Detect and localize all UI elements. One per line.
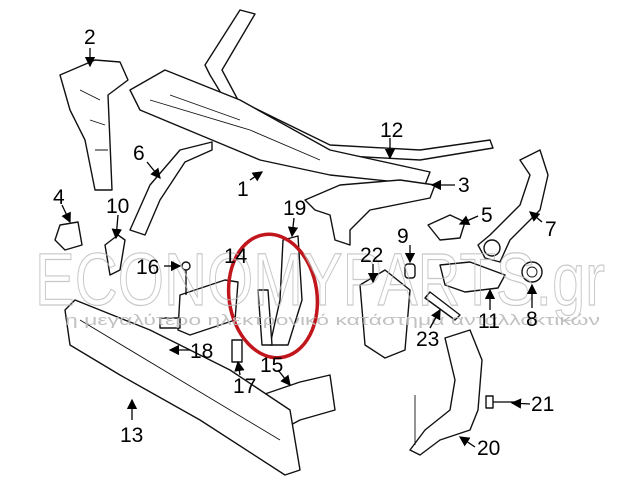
callout-11: 11	[478, 310, 500, 333]
callout-4: 4	[53, 186, 65, 209]
part-2-bracket	[59, 59, 129, 191]
part-21-bolt	[485, 395, 518, 409]
callout-3: 3	[458, 174, 470, 197]
part-5-bracket	[427, 214, 466, 241]
callout-6: 6	[133, 142, 145, 165]
callout-19: 19	[283, 197, 306, 220]
callout-12: 12	[380, 119, 403, 142]
part-20-bracket	[409, 329, 483, 456]
watermark-tagline: η μεγαλύτερο ηλεκτρονικό κατάστημα ανταλ…	[65, 312, 600, 329]
callout-10: 10	[106, 195, 129, 218]
callout-23: 23	[416, 328, 439, 351]
callout-8: 8	[526, 308, 538, 331]
callout-arrows	[61, 48, 543, 448]
part-23-brace	[424, 291, 461, 321]
callout-22: 22	[360, 244, 383, 267]
callout-2: 2	[84, 26, 96, 49]
callout-13: 13	[120, 424, 143, 447]
part-11-bracket	[439, 261, 506, 293]
part-4-bracket	[54, 221, 83, 251]
callout-5: 5	[481, 204, 493, 227]
callout-20: 20	[477, 437, 500, 460]
part-3-bracket	[304, 179, 436, 246]
part-7-support	[477, 149, 549, 263]
callout-17: 17	[233, 375, 256, 398]
callout-14: 14	[224, 245, 248, 268]
callout-21: 21	[531, 393, 554, 416]
callout-1: 1	[237, 178, 249, 201]
part-22-shield	[359, 269, 411, 359]
part-16-bolt	[181, 261, 191, 295]
part-8-mount	[521, 261, 543, 283]
callout-15: 15	[260, 354, 283, 377]
part-17-stud	[231, 339, 243, 363]
part-13-reinforcement	[64, 299, 301, 476]
highlight-ellipse	[226, 232, 320, 360]
callout-18: 18	[190, 340, 213, 363]
callout-9: 9	[397, 225, 409, 248]
callout-16: 16	[136, 256, 159, 279]
part-9-bushing	[404, 263, 416, 279]
callout-7: 7	[545, 218, 557, 241]
watermark-brand: ECONOMYPARTS.gr	[35, 238, 605, 321]
